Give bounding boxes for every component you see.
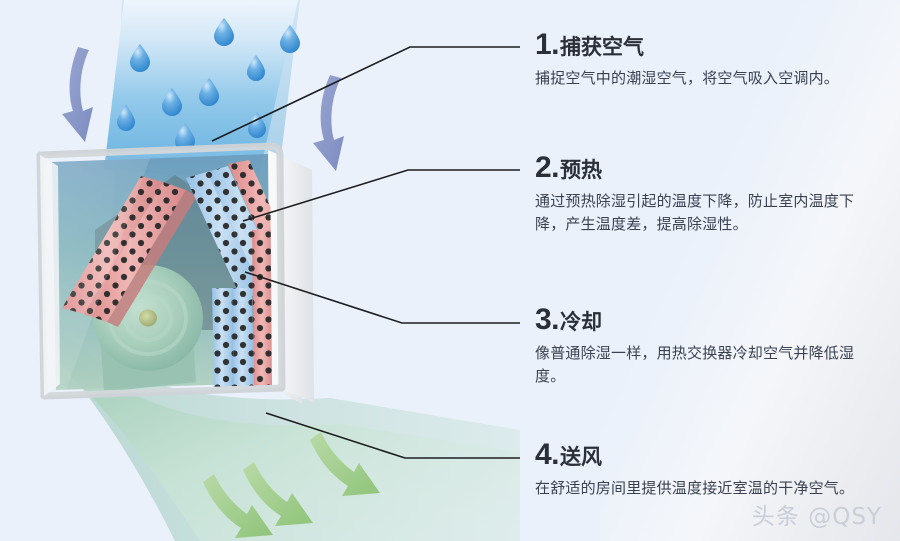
step-4-heading: 4. 送风	[535, 440, 895, 470]
step-2-title: 预热	[560, 159, 603, 182]
leader-line-1	[211, 46, 520, 142]
heat-exchanger-right-red	[228, 160, 272, 286]
intake-arrow-right	[313, 75, 344, 171]
appliance-casing	[36, 142, 314, 404]
step-3-title: 冷却	[560, 311, 603, 334]
intake-arrow-left	[62, 47, 93, 142]
heat-exchanger-lower-blue	[212, 288, 254, 390]
step-3-heading: 3. 冷却	[535, 305, 895, 335]
step-3-body: 像普通除湿一样，用热交换器冷却空气并降低湿度。	[535, 345, 855, 386]
water-droplets	[117, 18, 300, 151]
step-1: 1. 捕获空气 捕捉空气中的潮湿空气，将空气吸入空调内。	[535, 30, 895, 90]
step-1-body: 捕捉空气中的潮湿空气，将空气吸入空调内。	[535, 70, 840, 87]
step-1-title: 捕获空气	[560, 36, 645, 59]
step-4-title: 送风	[560, 446, 603, 469]
step-4-number: 4.	[535, 438, 560, 471]
step-4: 4. 送风 在舒适的房间里提供温度接近室温的干净空气。	[535, 440, 895, 500]
step-2-heading: 2. 预热	[535, 153, 895, 183]
heat-exchanger-lower-red	[252, 230, 272, 390]
step-2: 2. 预热 通过预热除湿引起的温度下降，防止室内温度下降，产生温度差，提高除湿性…	[535, 153, 895, 237]
step-3: 3. 冷却 像普通除湿一样，用热交换器冷却空气并降低湿度。	[535, 305, 895, 389]
steps-panel: 1. 捕获空气 捕捉空气中的潮湿空气，将空气吸入空调内。 2. 预热 通过预热除…	[520, 0, 900, 541]
step-2-body: 通过预热除湿引起的温度下降，防止室内温度下降，产生温度差，提高除湿性。	[535, 193, 855, 234]
exhaust-arrows	[203, 432, 380, 538]
step-3-number: 3.	[535, 303, 560, 336]
step-2-number: 2.	[535, 151, 560, 184]
leader-line-3	[244, 271, 520, 324]
step-1-number: 1.	[535, 28, 560, 61]
watermark: 头条 @QSY	[751, 504, 882, 530]
step-4-body: 在舒适的房间里提供温度接近室温的干净空气。	[535, 480, 855, 497]
leader-lines	[211, 46, 520, 459]
leader-line-4	[265, 412, 520, 459]
step-1-heading: 1. 捕获空气	[535, 30, 895, 60]
leader-line-2	[242, 169, 520, 222]
exhaust-air-band	[60, 330, 520, 541]
dehumidifier-diagram	[36, 0, 520, 541]
